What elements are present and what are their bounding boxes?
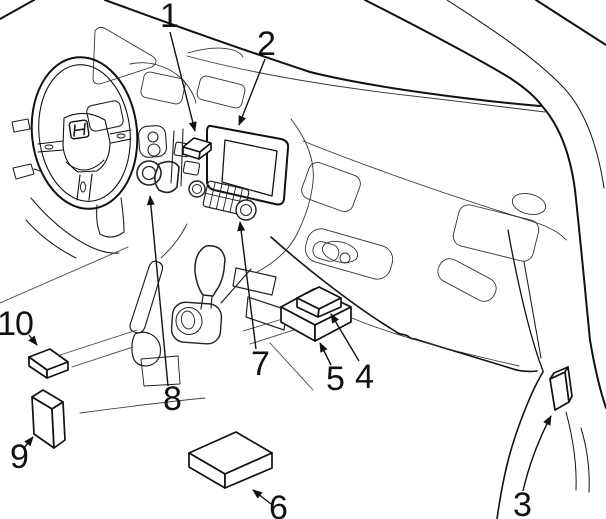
box-9: [31, 389, 66, 449]
callout-line-3: [522, 415, 552, 492]
callout-label-8: 8: [163, 380, 182, 418]
callout-label-6: 6: [269, 489, 288, 519]
callout-line-9: [23, 436, 34, 449]
steering-wheel: [30, 56, 139, 210]
box-4: [296, 286, 342, 318]
climate-control-panel: [188, 180, 257, 221]
callout-label-1: 1: [160, 0, 179, 35]
callout-label-7: 7: [251, 345, 270, 383]
callout-label-10: 10: [0, 305, 34, 343]
callout-line-5: [319, 342, 332, 366]
box-10: [28, 348, 69, 379]
box-3: [549, 366, 573, 411]
component-boxes: [28, 286, 573, 489]
callout-line-6: [252, 489, 272, 505]
navigation-unit: [206, 124, 290, 206]
box-6: [188, 431, 273, 489]
dashboard-details: [92, 26, 567, 367]
callout-arrows: [23, 31, 552, 505]
component-1-unit: [182, 137, 212, 176]
callout-line-4: [330, 313, 360, 362]
callout-label-4: 4: [355, 358, 374, 396]
callout-line-10: [28, 334, 38, 346]
callout-label-5: 5: [326, 360, 345, 398]
callout-label-2: 2: [257, 25, 276, 63]
callout-label-3: 3: [513, 486, 532, 519]
instrument-cluster-and-column: [11, 100, 191, 259]
callout-line-2: [238, 58, 266, 126]
callout-line-8: [146, 195, 169, 387]
callout-line-1: [169, 31, 197, 132]
callout-label-9: 9: [10, 438, 29, 476]
callout-line-7: [237, 221, 257, 350]
center-console-shifter: [129, 245, 288, 387]
